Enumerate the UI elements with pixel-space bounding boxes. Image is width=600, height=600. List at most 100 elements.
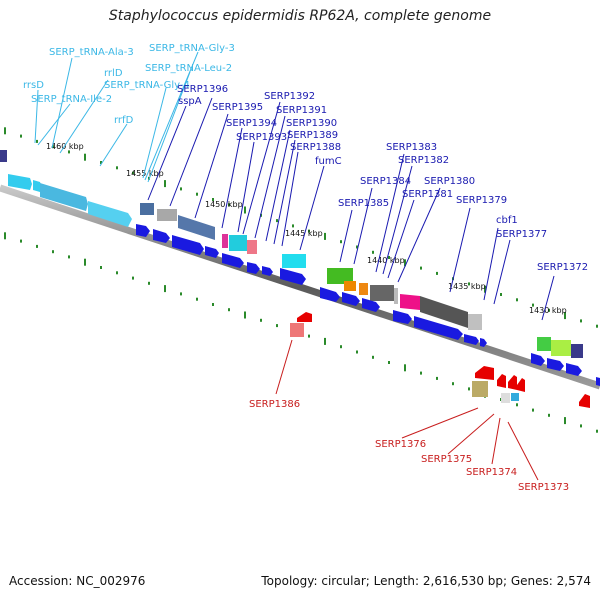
gene-arrow-forward	[547, 358, 564, 371]
scale-tick	[84, 153, 86, 161]
kbp-label: 1435 kbp	[448, 282, 486, 291]
gene-label-rna[interactable]: SERP_tRNA-Gly-4	[104, 80, 190, 91]
kbp-label: 1440 kbp	[367, 256, 405, 265]
scale-tick	[340, 240, 342, 244]
gene-label-forward[interactable]: SERP1393	[236, 132, 287, 143]
gene-label-forward[interactable]: SERP1379	[456, 195, 507, 206]
gene-label-forward[interactable]: SERP1383	[386, 142, 437, 153]
gene-label-rna[interactable]: SERP_tRNA-Ile-2	[31, 94, 112, 105]
map-title: Staphylococcus epidermidis RP62A, comple…	[108, 8, 492, 24]
gene-label-forward[interactable]: SERP1372	[537, 262, 588, 273]
genome-summary-text: Topology: circular; Length: 2,616,530 bp…	[261, 574, 591, 588]
scale-tick	[324, 232, 326, 240]
gene-arrow-forward	[566, 363, 582, 376]
gene-label-forward[interactable]: SERP1377	[496, 229, 547, 240]
gene-label-forward[interactable]: SERP1384	[360, 176, 411, 187]
gene-label-forward[interactable]: SERP1391	[276, 105, 327, 116]
gene-arrow-forward	[205, 246, 219, 258]
gene-label-rna[interactable]: rrlD	[104, 68, 123, 79]
scale-tick	[420, 266, 422, 270]
gene-arrow-reverse	[475, 366, 494, 380]
rrna-feature	[40, 183, 88, 211]
scale-tick	[564, 312, 566, 320]
gene-label-forward[interactable]: SERP1390	[286, 118, 337, 129]
reverse-strand-arrows	[297, 312, 590, 408]
scale-tick	[404, 259, 406, 267]
scale-tick	[100, 161, 102, 164]
scale-tick	[228, 308, 230, 312]
gene-label-reverse[interactable]: SERP1374	[466, 467, 517, 478]
gene-arrow-reverse	[497, 374, 506, 388]
gene-label-forward[interactable]: SERP1381	[402, 189, 453, 200]
scale-tick	[132, 276, 134, 280]
gene-label-rna[interactable]: rrsD	[23, 80, 44, 91]
gene-label-reverse[interactable]: SERP1373	[518, 482, 569, 493]
scale-tick	[468, 387, 470, 391]
gene-arrow-forward	[393, 310, 412, 324]
feature-block	[344, 281, 356, 291]
gene-label-rna[interactable]: SERP_tRNA-Leu-2	[145, 63, 232, 74]
scale-tick	[468, 282, 470, 286]
scale-tick	[516, 298, 518, 302]
gene-label-forward[interactable]: SERP1395	[212, 102, 263, 113]
gene-label-rna[interactable]: SERP_tRNA-Ala-3	[49, 47, 134, 58]
gene-arrow-forward	[531, 353, 545, 366]
gene-label-forward[interactable]: SERP1388	[290, 142, 341, 153]
scale-tick	[596, 324, 598, 328]
rna-label-connectors	[34, 51, 199, 183]
scale-tick	[52, 145, 54, 149]
scale-tick	[180, 187, 182, 191]
gene-label-forward[interactable]: SERP1382	[398, 155, 449, 166]
feature-block	[537, 337, 551, 351]
scale-tick	[116, 271, 118, 275]
gene-label-rna[interactable]: rrfD	[114, 115, 134, 126]
gene-label-forward[interactable]: sspA	[178, 96, 202, 107]
gene-label-reverse[interactable]: SERP1386	[249, 399, 300, 410]
scale-tick	[244, 206, 246, 214]
feature-block	[472, 381, 488, 397]
genome-backbone	[0, 184, 600, 390]
gene-arrow-forward	[414, 316, 463, 340]
gene-arrow-forward	[153, 229, 170, 243]
gene-label-forward[interactable]: SERP1394	[226, 118, 277, 129]
scale-tick	[276, 219, 278, 223]
gene-label-reverse[interactable]: SERP1375	[421, 454, 472, 465]
scale-tick	[132, 171, 134, 175]
rrna-feature	[33, 180, 42, 192]
scale-tick	[292, 224, 294, 228]
kbp-label: 1430 kbp	[529, 306, 567, 315]
rrna-feature	[88, 201, 132, 227]
gene-arrow-forward	[136, 224, 150, 237]
scale-tick	[4, 127, 6, 135]
gene-label-forward[interactable]: SERP1389	[287, 130, 338, 141]
scale-tick	[388, 361, 390, 364]
gene-arrow-forward	[280, 268, 306, 285]
scale-tick	[36, 244, 38, 248]
scale-tick	[52, 250, 54, 254]
scale-tick	[532, 303, 534, 307]
scale-tick	[388, 256, 390, 259]
scale-tick	[580, 424, 582, 428]
gene-label-reverse[interactable]: SERP1376	[375, 439, 426, 450]
gene-arrow-forward	[247, 262, 260, 274]
scale-tick	[84, 258, 86, 266]
gene-label-forward[interactable]: SERP1392	[264, 91, 315, 102]
scale-tick	[548, 413, 550, 417]
feature-block	[370, 285, 394, 301]
gene-label-rna[interactable]: SERP_tRNA-Gly-3	[149, 43, 235, 54]
scale-tick	[420, 371, 422, 375]
feature-block	[400, 294, 420, 310]
feature-block	[0, 150, 7, 162]
scale-tick	[436, 271, 438, 275]
gene-label-forward[interactable]: cbf1	[496, 215, 518, 226]
gene-label-forward[interactable]: fumC	[315, 156, 342, 167]
scale-tick	[564, 417, 566, 425]
feature-block	[282, 254, 306, 268]
gene-arrow-reverse	[508, 375, 517, 390]
gene-label-forward[interactable]: SERP1385	[338, 198, 389, 209]
scale-tick	[580, 319, 582, 323]
gene-label-forward[interactable]: SERP1396	[177, 84, 228, 95]
scale-tick	[484, 285, 486, 293]
scale-tick	[436, 376, 438, 380]
gene-label-forward[interactable]: SERP1380	[424, 176, 475, 187]
